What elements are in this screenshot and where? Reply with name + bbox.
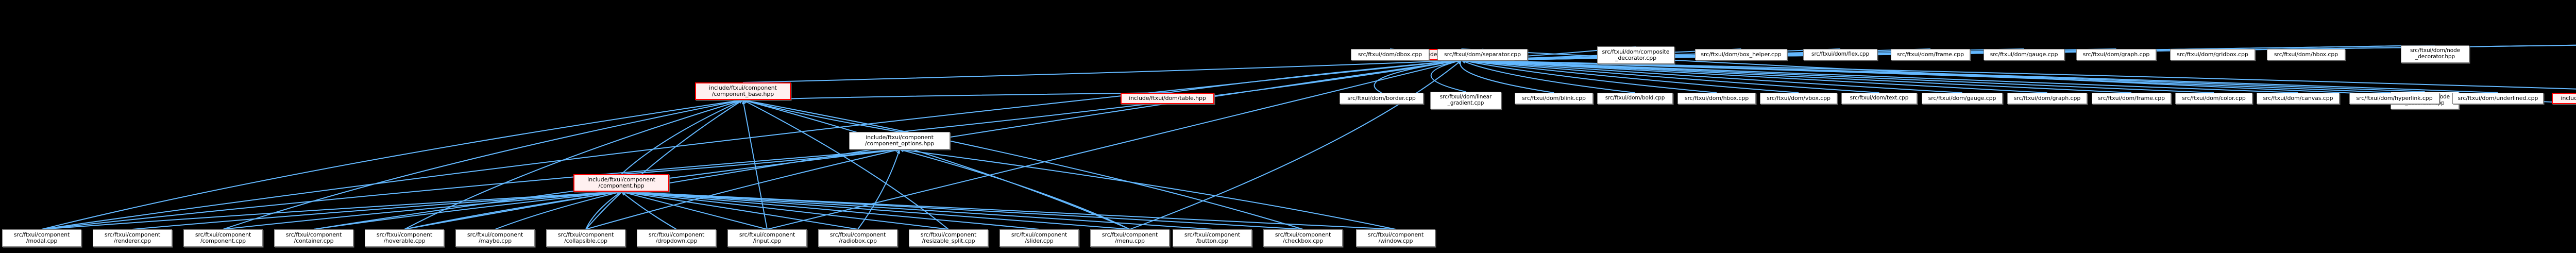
graph-node[interactable]: src/ftxui/dom/gauge.cpp: [1922, 93, 2003, 104]
graph-node-label: src/ftxui/dom/gauge.cpp: [1928, 94, 1996, 102]
graph-node-label: src/ftxui/component /hoverable.cpp: [376, 231, 433, 244]
graph-node[interactable]: include/ftxui/component /component.hpp: [573, 174, 669, 192]
graph-node-label: src/ftxui/dom/flex.cpp: [1811, 51, 1870, 58]
graph-node[interactable]: src/ftxui/dom/hbox.cpp: [1677, 93, 1756, 104]
graph-node[interactable]: src/ftxui/dom/frame.cpp: [2092, 93, 2171, 104]
graph-node[interactable]: src/ftxui/dom/hyperlink.cpp: [2349, 93, 2439, 104]
graph-node[interactable]: src/ftxui/dom/graph.cpp: [2076, 49, 2156, 60]
graph-node-label: src/ftxui/component /container.cpp: [285, 231, 342, 244]
graph-node-label: src/ftxui/dom/graph.cpp: [2013, 94, 2081, 102]
graph-node-label: src/ftxui/dom/hyperlink.cpp: [2356, 94, 2433, 102]
graph-node-label: src/ftxui/dom/gridbox.cpp: [2177, 50, 2248, 58]
graph-node[interactable]: src/ftxui/dom/underlined.cpp: [2452, 93, 2544, 104]
graph-node-label: src/ftxui/component /button.cpp: [1184, 231, 1241, 244]
graph-node[interactable]: src/ftxui/component /hoverable.cpp: [365, 229, 444, 247]
graph-node-label: src/ftxui/component /component.cpp: [195, 231, 251, 244]
graph-node-label: src/ftxui/component /checkbox.cpp: [1275, 231, 1331, 244]
graph-node[interactable]: src/ftxui/component /collapsible.cpp: [546, 229, 625, 247]
graph-node-label: src/ftxui/dom/canvas.cpp: [2263, 94, 2333, 102]
graph-node[interactable]: src/ftxui/dom/bold.cpp: [1597, 93, 1673, 104]
graph-node[interactable]: src/ftxui/component /slider.cpp: [999, 229, 1079, 247]
graph-node-label: src/ftxui/component /dropdown.cpp: [648, 231, 705, 244]
graph-node[interactable]: src/ftxui/dom/gauge.cpp: [1984, 49, 2064, 60]
graph-node-label: src/ftxui/dom/linear _gradient.cpp: [1439, 94, 1492, 106]
graph-node-label: src/ftxui/dom/hbox.cpp: [1684, 94, 1749, 102]
graph-node-label: include/ftxui/dom/node.hpp: [2561, 94, 2576, 102]
graph-node-label: src/ftxui/dom/composite _decorator.cpp: [1602, 48, 1670, 61]
graph-node-label: src/ftxui/component /renderer.cpp: [104, 231, 161, 244]
graph-node-label: src/ftxui/dom/color.cpp: [2182, 94, 2246, 102]
graph-node-label: src/ftxui/component /slider.cpp: [1011, 231, 1067, 244]
graph-node[interactable]: include/ftxui/dom/table.hpp: [1121, 93, 1214, 104]
graph-node[interactable]: src/ftxui/dom/box_helper.cpp: [1695, 49, 1787, 60]
graph-node-label: src/ftxui/dom/box_helper.cpp: [1701, 50, 1782, 58]
graph-node[interactable]: src/ftxui/dom/dbox.cpp: [1351, 49, 1429, 60]
graph-node[interactable]: src/ftxui/component /radiobox.cpp: [818, 229, 897, 247]
graph-node-label: src/ftxui/dom/hbox.cpp: [2274, 50, 2338, 58]
graph-node-label: src/ftxui/dom/frame.cpp: [2098, 94, 2165, 102]
graph-node-label: src/ftxui/dom/underlined.cpp: [2458, 94, 2538, 102]
graph-node[interactable]: src/ftxui/component /button.cpp: [1173, 229, 1252, 247]
graph-node-label: include/ftxui/dom/table.hpp: [1129, 94, 1206, 102]
graph-node-label: src/ftxui/component /window.cpp: [1367, 231, 1424, 244]
graph-node-label: src/ftxui/dom/graph.cpp: [2082, 50, 2150, 58]
graph-node-label: src/ftxui/dom/dbox.cpp: [1358, 50, 1422, 58]
graph-node-label: src/ftxui/component /input.cpp: [739, 231, 795, 244]
graph-node[interactable]: src/ftxui/component /window.cpp: [1356, 229, 1435, 247]
graph-node[interactable]: src/ftxui/component /checkbox.cpp: [1263, 229, 1343, 247]
graph-node[interactable]: src/ftxui/dom/text.cpp: [1841, 93, 1917, 104]
graph-node[interactable]: src/ftxui/dom/hbox.cpp: [2267, 49, 2345, 60]
graph-node-label: include/ftxui/component /component_base.…: [709, 84, 777, 97]
graph-node-label: src/ftxui/dom/gauge.cpp: [1990, 50, 2058, 58]
graph-node-label: src/ftxui/dom/border.cpp: [1347, 94, 1416, 102]
graph-node[interactable]: src/ftxui/component /component.cpp: [183, 229, 263, 247]
graph-node[interactable]: src/ftxui/dom/graph.cpp: [2007, 93, 2087, 104]
graph-node[interactable]: src/ftxui/component /input.cpp: [727, 229, 807, 247]
graph-node-label: src/ftxui/dom/separator.cpp: [1444, 50, 1521, 58]
graph-node[interactable]: src/ftxui/component /resizable_split.cpp: [909, 229, 988, 247]
graph-node[interactable]: src/ftxui/component /renderer.cpp: [93, 229, 172, 247]
graph-node[interactable]: src/ftxui/dom/color.cpp: [2175, 93, 2252, 104]
graph-node-label: include/ftxui/component /component_optio…: [865, 133, 935, 147]
graph-node-label: src/ftxui/dom/node _decorator.hpp: [2410, 47, 2461, 60]
graph-node[interactable]: src/ftxui/dom/frame.cpp: [1891, 49, 1970, 60]
graph-node[interactable]: src/ftxui/component /container.cpp: [274, 229, 353, 247]
graph-node[interactable]: src/ftxui/dom/composite _decorator.cpp: [1597, 46, 1674, 64]
graph-node[interactable]: src/ftxui/dom/separator.cpp: [1437, 49, 1528, 60]
graph-node[interactable]: src/ftxui/component /modal.cpp: [2, 229, 81, 247]
graph-node-label: src/ftxui/component /menu.cpp: [1101, 231, 1158, 244]
graph-node[interactable]: src/ftxui/dom/gridbox.cpp: [2170, 49, 2255, 60]
graph-node-label: src/ftxui/dom/bold.cpp: [1605, 95, 1665, 102]
graph-node[interactable]: src/ftxui/dom/node _decorator.hpp: [2401, 45, 2469, 63]
graph-node[interactable]: src/ftxui/component /dropdown.cpp: [637, 229, 716, 247]
graph-node[interactable]: src/ftxui/dom/linear _gradient.cpp: [1430, 92, 1501, 109]
graph-node[interactable]: src/ftxui/dom/border.cpp: [1340, 93, 1423, 104]
graph-node[interactable]: include/ftxui/dom/node.hpp: [2552, 93, 2576, 104]
graph-node[interactable]: include/ftxui/component /component_base.…: [695, 82, 791, 100]
graph-node[interactable]: include/ftxui/component /component_optio…: [849, 132, 950, 149]
graph-node[interactable]: src/ftxui/dom/flex.cpp: [1803, 49, 1877, 60]
graph-node-label: src/ftxui/component /modal.cpp: [13, 231, 70, 244]
graph-node[interactable]: src/ftxui/component /maybe.cpp: [455, 229, 535, 247]
graph-node-label: include/ftxui/component /component.hpp: [587, 176, 655, 189]
graph-node-label: src/ftxui/component /maybe.cpp: [467, 231, 523, 244]
graph-node-label: src/ftxui/dom/text.cpp: [1850, 95, 1909, 102]
graph-node-label: src/ftxui/dom/blink.cpp: [1522, 94, 1586, 102]
graph-node[interactable]: src/ftxui/dom/blink.cpp: [1515, 93, 1593, 104]
graph-node[interactable]: src/ftxui/dom/canvas.cpp: [2257, 93, 2340, 104]
graph-node-label: src/ftxui/dom/vbox.cpp: [1767, 94, 1831, 102]
graph-node-label: src/ftxui/component /resizable_split.cpp: [920, 231, 977, 244]
graph-node[interactable]: src/ftxui/dom/vbox.cpp: [1760, 93, 1837, 104]
graph-node[interactable]: src/ftxui/component /menu.cpp: [1090, 229, 1170, 247]
graph-node-label: src/ftxui/component /collapsible.cpp: [557, 231, 614, 244]
graph-node-label: src/ftxui/component /radiobox.cpp: [829, 231, 886, 244]
graph-node-label: src/ftxui/dom/frame.cpp: [1897, 50, 1964, 58]
